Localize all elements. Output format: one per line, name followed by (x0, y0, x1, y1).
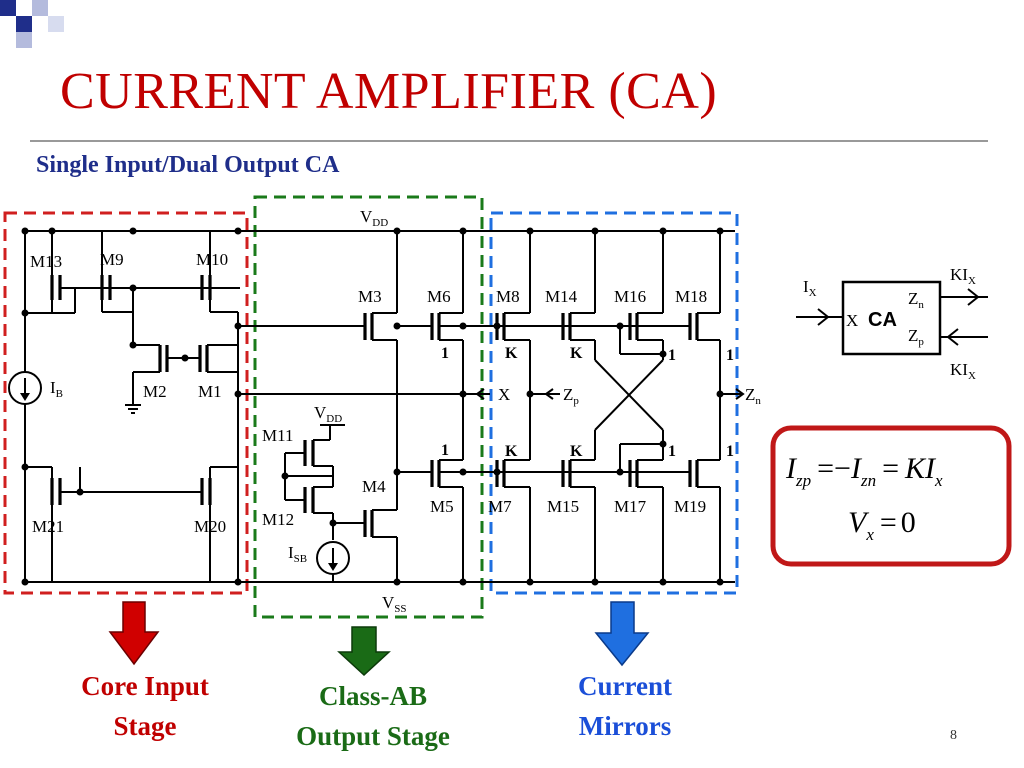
label-m3: M3 (358, 287, 382, 306)
label-m11: M11 (262, 426, 294, 445)
label-m8: M8 (496, 287, 520, 306)
symbol-block-label: CA (868, 309, 897, 331)
page-number: 8 (950, 728, 957, 743)
title-divider (30, 140, 988, 142)
class-ab-output-stage-label: Class-AB Output Stage (296, 681, 450, 751)
label-m20: M20 (194, 517, 226, 536)
core-input-stage-label: Core Input Stage (81, 671, 209, 741)
ratio-m8: K (505, 345, 518, 362)
label-m6: M6 (427, 287, 451, 306)
label-m17: M17 (614, 497, 647, 516)
ratio-m18: 1 (726, 347, 734, 364)
ratio-m6: 1 (441, 345, 449, 362)
ratio-m7: K (505, 443, 518, 460)
ratio-m15: K (570, 443, 583, 460)
vdd-label: VDD (360, 207, 388, 229)
core-stage-arrow (108, 601, 160, 666)
ratio-m17: 1 (668, 443, 676, 460)
classab-stage-arrow (337, 626, 391, 677)
symbol-port-x: X (846, 311, 858, 330)
node-x-label: X (498, 385, 510, 404)
current-mirrors-box (489, 211, 739, 595)
node-zn-label: Zn (745, 385, 761, 407)
label-m12: M12 (262, 510, 294, 529)
label-m19: M19 (674, 497, 706, 516)
symbol-port-zn: Zn (908, 289, 924, 311)
symbol-output-bottom: KIX (950, 360, 976, 382)
label-m1: M1 (198, 382, 222, 401)
label-m16: M16 (614, 287, 646, 306)
label-m15: M15 (547, 497, 579, 516)
label-isb: ISB (288, 543, 307, 565)
ratio-m16: 1 (668, 347, 676, 364)
symbol-port-zp: Zp (908, 326, 924, 348)
label-ib: IB (50, 378, 63, 400)
label-vdd-local: VDD (314, 403, 342, 425)
mirror-stage-arrow (594, 601, 650, 667)
equation-voltage: Vx=0 (848, 506, 916, 544)
label-m13: M13 (30, 252, 62, 271)
slide-title: CURRENT AMPLIFIER (CA) (60, 63, 718, 120)
corner-decoration (0, 0, 64, 48)
ratio-m14: K (570, 345, 583, 362)
current-mirrors-circuit (463, 231, 745, 582)
equations-box (770, 425, 1012, 567)
symbol-output-top: KIX (950, 265, 976, 287)
label-m21: M21 (32, 517, 64, 536)
vss-label: VSS (382, 593, 407, 615)
label-m10: M10 (196, 250, 228, 269)
label-m7: M7 (488, 497, 512, 516)
label-m9: M9 (100, 250, 124, 269)
ratio-m19: 1 (726, 443, 734, 460)
slide-subtitle: Single Input/Dual Output CA (36, 152, 340, 178)
label-m2: M2 (143, 382, 167, 401)
core-input-stage-box (3, 211, 249, 595)
class-ab-stage-circuit (238, 231, 497, 582)
label-m5: M5 (430, 497, 454, 516)
ca-block-symbol (796, 280, 988, 356)
equation-currents: Izp=−Izn=KIx (785, 452, 943, 490)
current-mirrors-label: Current Mirrors (578, 671, 672, 741)
ratio-m5: 1 (441, 442, 449, 459)
label-m14: M14 (545, 287, 578, 306)
label-m18: M18 (675, 287, 707, 306)
symbol-input-current: IX (803, 277, 817, 299)
label-m4: M4 (362, 477, 386, 496)
class-ab-stage-box (253, 195, 484, 619)
node-zp-label: Zp (563, 385, 579, 407)
